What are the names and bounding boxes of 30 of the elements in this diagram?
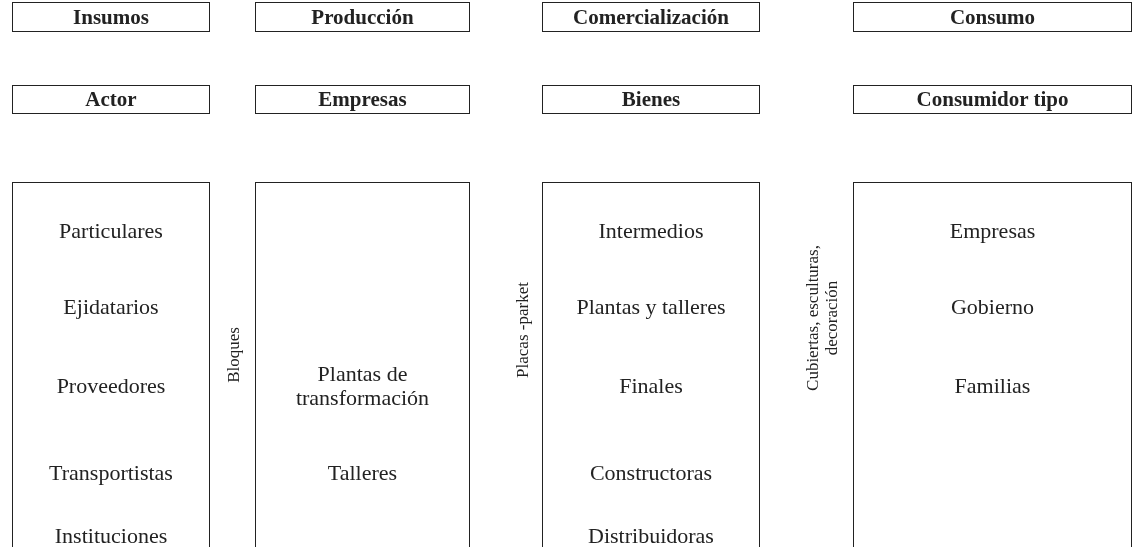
item-text: Plantas y talleres [576,295,726,319]
item-text: Plantas de transformación [294,362,431,410]
header-box: Bienes [542,85,760,114]
column-box [255,182,470,547]
vertical-label: Bloques [223,327,243,383]
column-box [542,182,760,547]
header-box: Empresas [255,85,470,114]
item-text: Intermedios [598,219,704,243]
item-text: Transportistas [49,461,173,485]
item-text: Instituciones [54,524,168,547]
item-text: Proveedores [56,374,166,398]
header-box: Comercialización [542,2,760,32]
header-box: Consumidor tipo [853,85,1132,114]
item-text: Gobierno [950,295,1035,319]
header-box: Producción [255,2,470,32]
item-text: Ejidatarios [63,295,159,319]
header-box: Actor [12,85,210,114]
item-text: Familias [954,374,1031,398]
vertical-label: Placas -parket [512,282,532,378]
item-text: Empresas [949,219,1036,243]
item-text: Finales [619,374,683,398]
header-box: Insumos [12,2,210,32]
item-text: Constructoras [589,461,713,485]
vertical-label: Cubiertas, esculturas, decoración [803,244,841,393]
header-box: Consumo [853,2,1132,32]
item-text: Particulares [59,219,163,243]
item-text: Distribuidoras [588,524,714,547]
item-text: Talleres [326,461,399,485]
column-box [853,182,1132,547]
column-box [12,182,210,547]
